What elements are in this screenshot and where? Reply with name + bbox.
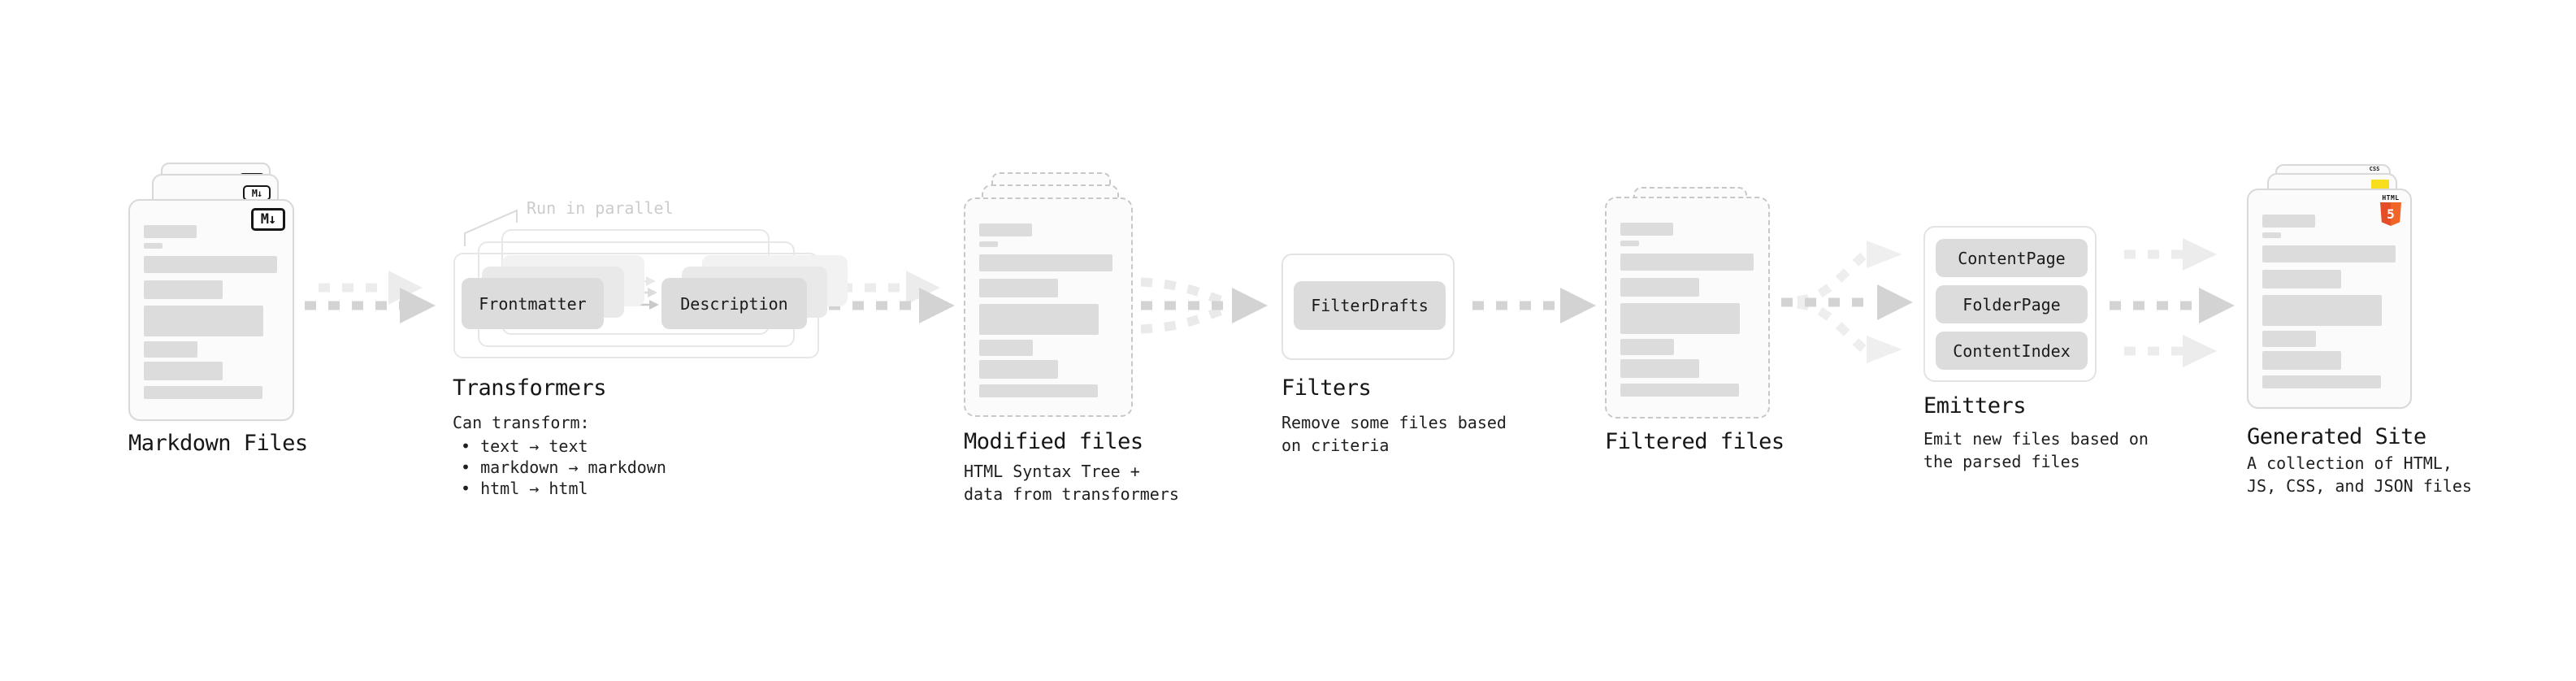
skeleton-line: [979, 223, 1032, 236]
skeleton-line: [1620, 384, 1739, 397]
skeleton-line: [2262, 375, 2381, 388]
filtered-file-card-front: [1605, 197, 1770, 419]
arrow-transformers-to-modified: [829, 271, 955, 323]
skeleton-line: [1620, 254, 1754, 271]
skeleton-line: [144, 341, 197, 358]
emitter-box-contentindex: ContentIndex: [1936, 332, 2088, 370]
skeleton-line: [144, 280, 223, 299]
skeleton-line: [144, 225, 197, 238]
stage-title: Markdown Files: [128, 431, 308, 456]
filters-panel: FilterDrafts: [1281, 254, 1455, 360]
generated-site-card-front: HTML 5: [2247, 189, 2412, 409]
stage-title: Generated Site: [2247, 424, 2426, 449]
stage-description: Can transform:: [453, 413, 590, 432]
skeleton-line: [2262, 331, 2316, 347]
skeleton-line: [979, 384, 1098, 397]
skeleton-line: [979, 241, 998, 247]
skeleton-line: [1620, 359, 1699, 378]
description-box: Description: [661, 278, 807, 329]
skeleton-line: [2262, 270, 2341, 288]
skeleton-line: [979, 304, 1099, 335]
arrow-emitters-to-generated: [2110, 238, 2235, 367]
skeleton-line: [2262, 295, 2382, 326]
frontmatter-box: Frontmatter: [462, 278, 604, 329]
skeleton-line: [144, 256, 277, 273]
skeleton-line: [979, 340, 1033, 356]
js-badge-icon: [2371, 180, 2389, 189]
skeleton-line: [1620, 303, 1740, 334]
html5-number: 5: [2387, 206, 2395, 222]
arrow-filters-to-filtered: [1472, 288, 1596, 323]
html5-word-label: HTML: [2382, 194, 2400, 202]
skeleton-line: [979, 254, 1112, 271]
skeleton-line: [1620, 278, 1699, 297]
markdown-file-card-front: M↓: [128, 199, 294, 421]
parallel-callout-line: [464, 209, 518, 246]
html5-shield-icon: 5: [2380, 202, 2401, 226]
skeleton-line: [2262, 351, 2341, 370]
arrow-modified-to-filters: [1140, 277, 1268, 334]
skeleton-line: [1620, 241, 1639, 246]
stage-title: Modified files: [964, 429, 1143, 454]
stage-description: Emit new files based on the parsed files: [1923, 429, 2149, 471]
arrow-filtered-to-emitters: [1781, 241, 1913, 363]
run-in-parallel-note: Run in parallel: [527, 198, 674, 218]
skeleton-line: [2262, 232, 2281, 238]
skeleton-line: [1620, 339, 1674, 355]
emitters-panel: ContentPage FolderPage ContentIndex: [1923, 226, 2097, 382]
bullet-item: • text → text: [461, 436, 588, 456]
emitter-box-folderpage: FolderPage: [1936, 285, 2088, 323]
markdown-badge-icon: M↓: [251, 208, 285, 231]
skeleton-line: [2262, 245, 2396, 262]
skeleton-line: [144, 362, 223, 380]
stage-description: Remove some files based on criteria: [1281, 413, 1507, 455]
skeleton-line: [1620, 223, 1673, 236]
stage-title: Emitters: [1923, 393, 2027, 419]
skeleton-line: [144, 386, 262, 399]
filterdrafts-box: FilterDrafts: [1294, 281, 1446, 330]
bullet-item: • markdown → markdown: [461, 458, 666, 477]
stage-title: Filters: [1281, 375, 1372, 401]
transform-bullet-list: • text → text • markdown → markdown • ht…: [461, 436, 666, 499]
stage-description: HTML Syntax Tree + data from transformer…: [964, 462, 1179, 504]
arrow-markdown-to-transformers: [305, 271, 436, 323]
markdown-badge-icon: M↓: [243, 185, 271, 201]
css-badge-label: CSS: [2369, 166, 2380, 172]
bullet-item: • html → html: [461, 479, 588, 498]
modified-file-card-front: [964, 197, 1133, 417]
skeleton-line: [979, 279, 1058, 297]
skeleton-line: [2262, 215, 2315, 228]
skeleton-line: [979, 360, 1058, 379]
stage-description: A collection of HTML, JS, CSS, and JSON …: [2247, 453, 2472, 496]
stage-title: Transformers: [453, 375, 607, 401]
skeleton-line: [144, 243, 163, 249]
stage-title: Filtered files: [1605, 429, 1785, 454]
emitter-box-contentpage: ContentPage: [1936, 239, 2088, 277]
html5-badge-icon: HTML 5: [2380, 194, 2401, 226]
skeleton-line: [144, 306, 263, 336]
